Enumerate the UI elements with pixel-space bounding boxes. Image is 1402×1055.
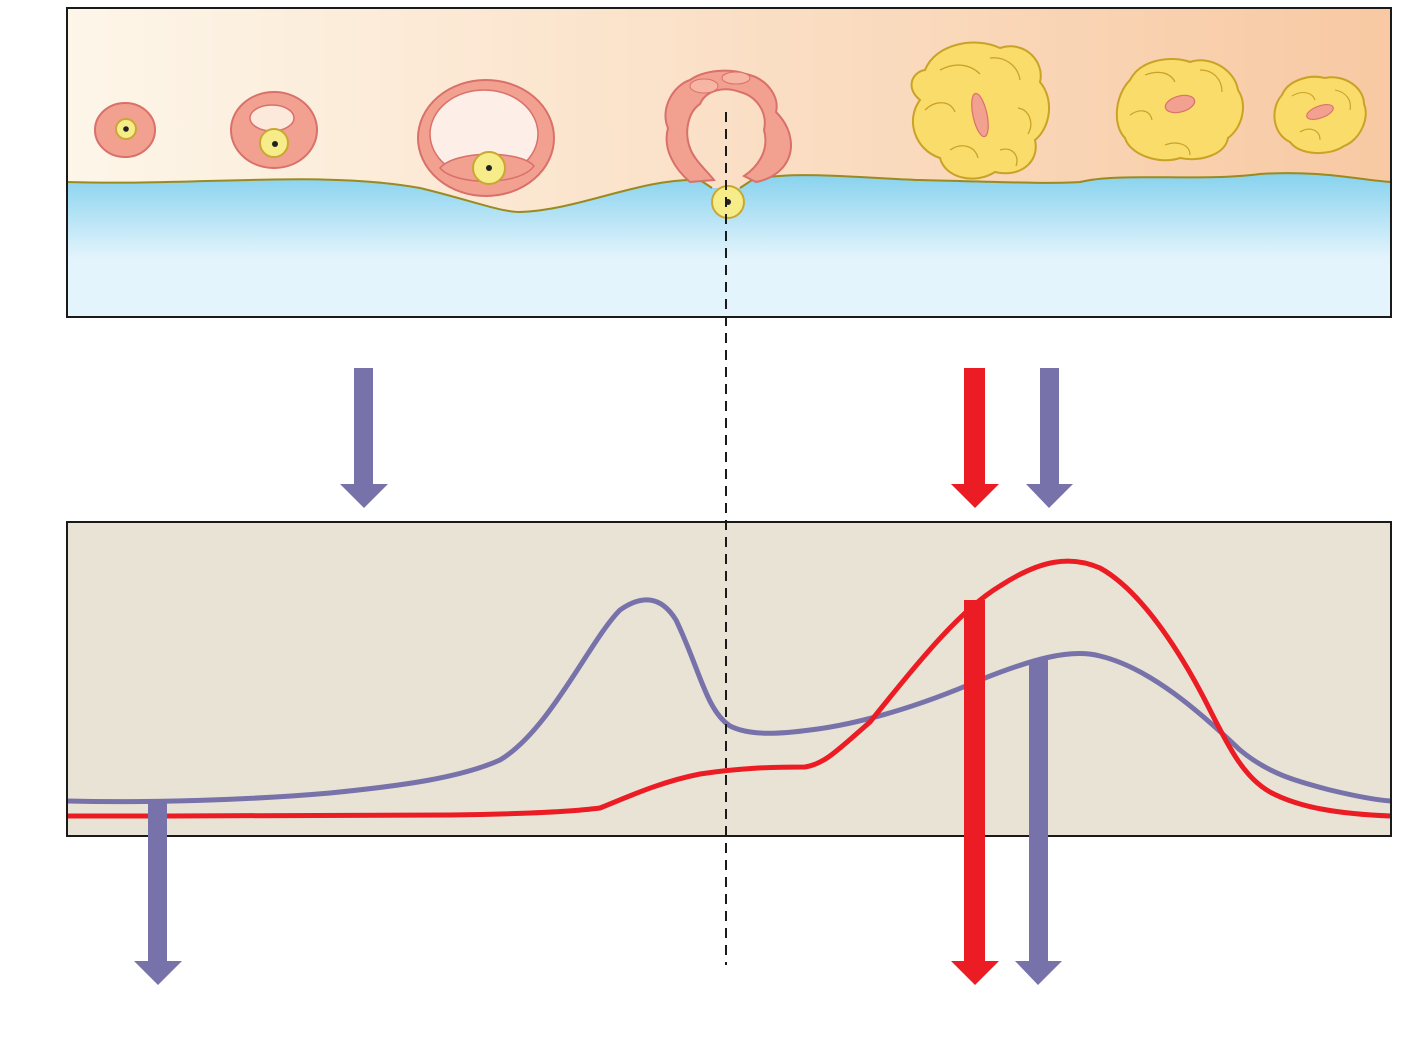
secondary-follicle (230, 91, 318, 169)
graph-panel-border (66, 521, 1392, 837)
red-hormone-curve (67, 558, 1391, 819)
hormone-graph-panel (66, 521, 1392, 837)
nucleus (272, 141, 278, 147)
nucleus (123, 126, 129, 132)
arrow-purple-down-left (134, 801, 182, 985)
follicular-fluid-region (67, 173, 1391, 317)
corpus-albicans (1273, 75, 1367, 155)
ovary-panel-border (66, 7, 1392, 318)
antrum (249, 104, 295, 132)
arrow-purple-to-graph-right (1026, 368, 1073, 508)
mature-follicle (417, 79, 555, 197)
primary-follicle (94, 102, 156, 158)
central-clot (971, 92, 989, 138)
arrow-red-to-graph (951, 368, 999, 508)
ovary-surface-line (67, 172, 1391, 214)
central-clot (1164, 94, 1196, 114)
arrow-red-down (951, 600, 999, 985)
arrow-purple-to-graph-left (340, 368, 388, 508)
graph-background (67, 522, 1391, 836)
central-clot (1306, 104, 1334, 120)
nucleus (486, 165, 492, 171)
ovary-panel (67, 8, 1391, 317)
arrow-purple-down-right (1015, 660, 1062, 985)
corpus-luteum (910, 41, 1051, 180)
degenerating-corpus-luteum (1115, 58, 1244, 162)
